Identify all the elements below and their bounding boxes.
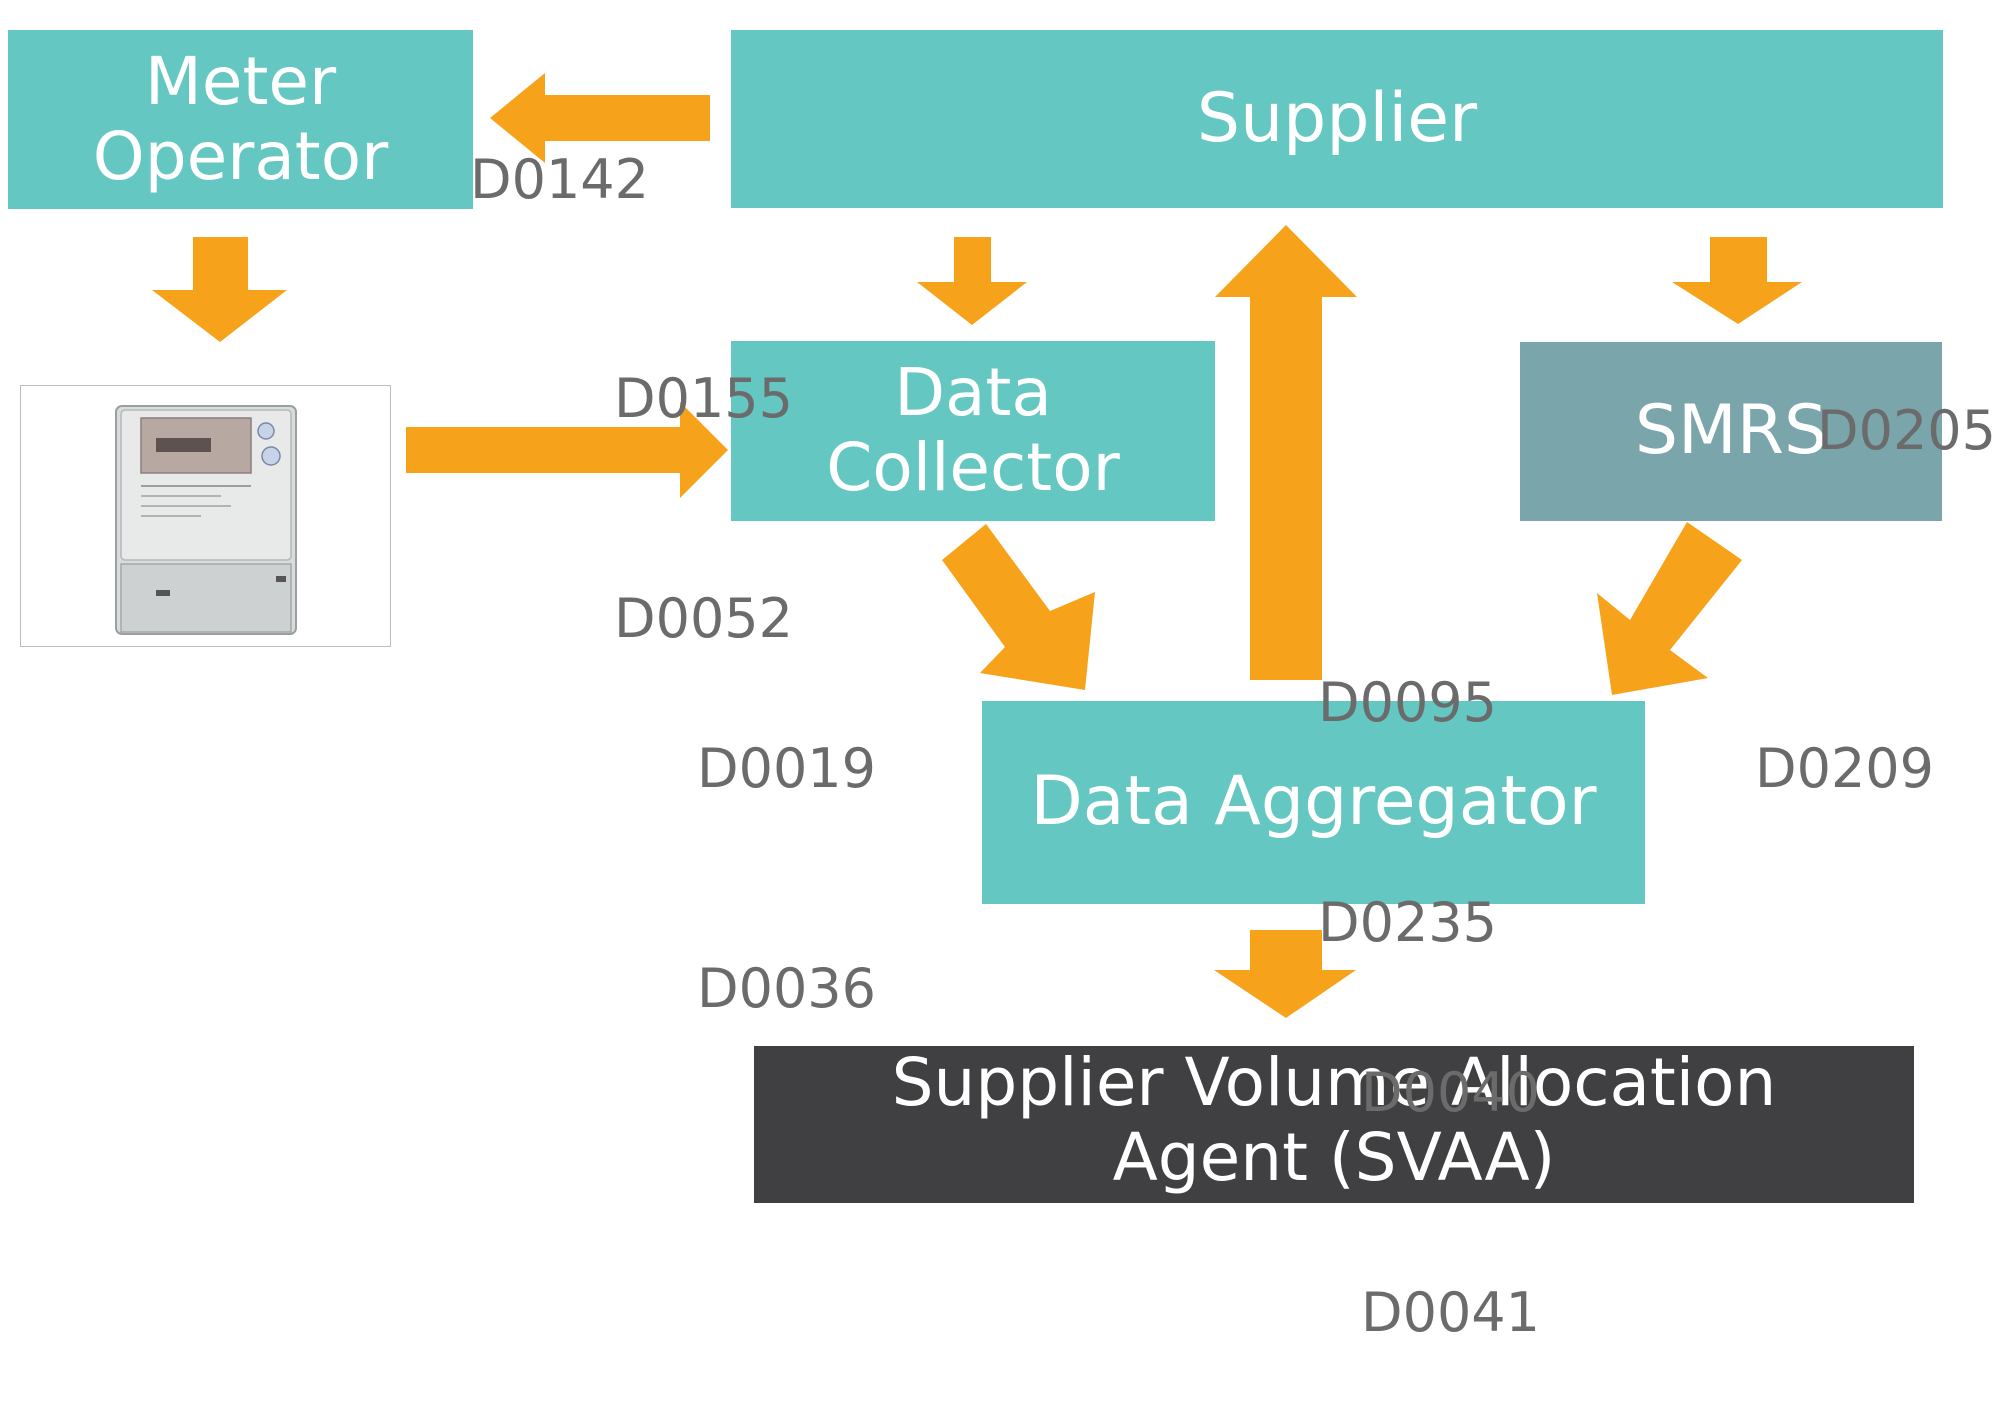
arrow-smrs-to-data-aggregator <box>1597 522 1742 695</box>
flow-code: D0019 <box>697 736 877 800</box>
flow-code-data-aggregator-to-svaa: D0040 D0041 <box>1361 909 1540 1423</box>
arrow-data-collector-to-data-aggregator <box>942 524 1095 690</box>
meter-operator-node: Meter Operator <box>8 30 473 209</box>
flow-code-supplier-to-smrs: D0205 <box>1817 247 1996 541</box>
flow-code: D0040 <box>1361 1060 1541 1124</box>
flow-code: D0052 <box>614 587 794 651</box>
flow-code-smrs-to-data-aggregator: D0209 <box>1755 585 1934 879</box>
arrow-data-aggregator-to-svaa <box>1214 930 1356 1018</box>
arrow-meter-operator-to-meter <box>152 237 287 342</box>
flow-code-data-collector-to-data-aggregator: D0019 D0036 <box>697 585 876 1099</box>
flow-code: D0209 <box>1755 736 1935 800</box>
flow-code-data-aggregator-to-supplier: D0095 D0235 <box>1318 519 1497 1033</box>
flow-code-supplier-to-data-collector: D0155 D0052 <box>614 215 793 729</box>
data-collector-label: Data Collector <box>826 354 1120 506</box>
smrs-node: SMRS <box>1520 342 1942 521</box>
arrow-meter-to-data-collector <box>406 402 728 498</box>
supplier-label: Supplier <box>1196 78 1478 158</box>
flow-code-supplier-to-meter-operator: D0142 <box>470 0 649 290</box>
flow-code: D0041 <box>1361 1281 1541 1345</box>
data-aggregator-label: Data Aggregator <box>1030 762 1597 842</box>
svaa-label: Supplier Volume Allocation Agent (SVAA) <box>891 1044 1777 1196</box>
arrow-supplier-to-meter-operator <box>490 73 710 163</box>
arrow-data-aggregator-to-supplier <box>1215 225 1357 680</box>
flow-code: D0205 <box>1817 398 1997 462</box>
data-aggregator-node: Data Aggregator <box>982 701 1645 904</box>
flow-code: D0235 <box>1318 891 1498 955</box>
flow-code: D0095 <box>1318 670 1498 734</box>
flow-code: D0142 <box>470 147 650 211</box>
smrs-label: SMRS <box>1634 391 1828 471</box>
electricity-meter-image <box>20 385 391 647</box>
data-collector-node: Data Collector <box>731 341 1215 521</box>
supplier-node: Supplier <box>731 30 1943 208</box>
svaa-node: Supplier Volume Allocation Agent (SVAA) <box>754 1044 1914 1203</box>
flow-code: D0036 <box>697 957 877 1021</box>
meter-operator-label: Meter Operator <box>92 42 389 195</box>
flow-arrows <box>152 73 1802 1018</box>
flow-code: D0155 <box>614 366 794 430</box>
electricity-meter-icon <box>115 405 297 635</box>
arrow-supplier-to-data-collector <box>917 237 1027 325</box>
arrow-supplier-to-smrs <box>1672 237 1802 324</box>
